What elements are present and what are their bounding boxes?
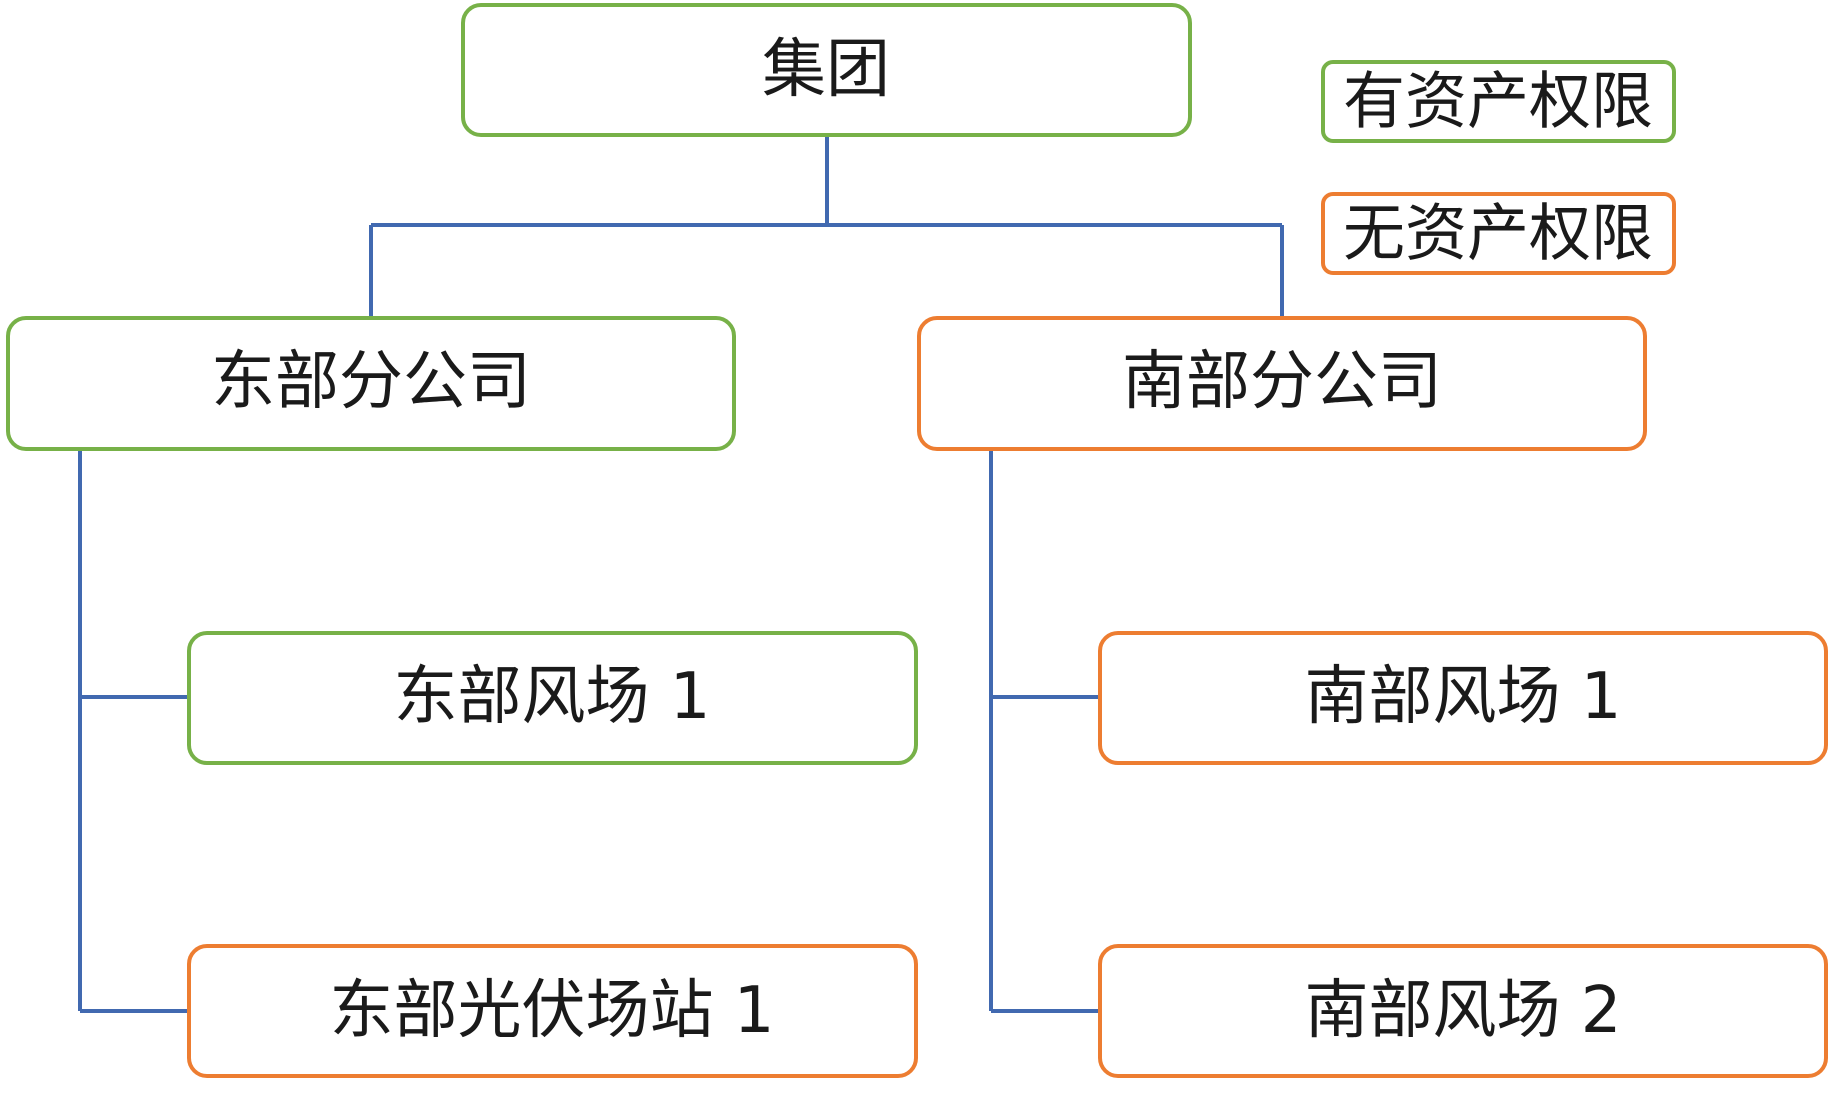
legend-label-has-access: 有资产权限 [1343, 65, 1653, 138]
node-south-branch-label: 南部分公司 [1122, 345, 1442, 419]
node-east-pv-1-label: 东部光伏场站 1 [329, 974, 774, 1048]
node-south-wind-2-label: 南部风场 2 [1304, 974, 1621, 1048]
node-south-wind-2-box [1098, 944, 1828, 1078]
legend-item-no-access: 无资产权限 [1321, 192, 1676, 275]
legend-swatch-no-access [1321, 192, 1676, 275]
node-east-branch: 东部分公司 [6, 316, 736, 451]
node-east-pv-1-box [187, 944, 918, 1078]
node-east-branch-box [6, 316, 736, 451]
node-east-wind-1: 东部风场 1 [187, 631, 918, 765]
connector-lines [78, 136, 1284, 1013]
node-south-wind-1-box [1098, 631, 1828, 765]
connector-group-to-branches [369, 136, 1284, 317]
node-east-pv-1: 东部光伏场站 1 [187, 944, 918, 1078]
node-group-box [461, 3, 1192, 137]
connector-east-branch-children [78, 450, 188, 1013]
legend: 有资产权限 无资产权限 [1321, 60, 1676, 275]
node-south-branch: 南部分公司 [917, 316, 1647, 451]
node-south-wind-1-label: 南部风场 1 [1304, 660, 1621, 734]
node-east-wind-1-box [187, 631, 918, 765]
node-south-wind-2: 南部风场 2 [1098, 944, 1828, 1078]
legend-label-no-access: 无资产权限 [1343, 197, 1653, 270]
node-south-wind-1: 南部风场 1 [1098, 631, 1828, 765]
legend-item-has-access: 有资产权限 [1321, 60, 1676, 143]
node-east-branch-label: 东部分公司 [211, 345, 531, 419]
node-south-branch-box [917, 316, 1647, 451]
connector-south-branch-children [989, 450, 1099, 1013]
node-east-wind-1-label: 东部风场 1 [393, 660, 710, 734]
node-group-label: 集团 [762, 33, 890, 107]
legend-swatch-has-access [1321, 60, 1676, 143]
node-group: 集团 [461, 3, 1192, 137]
